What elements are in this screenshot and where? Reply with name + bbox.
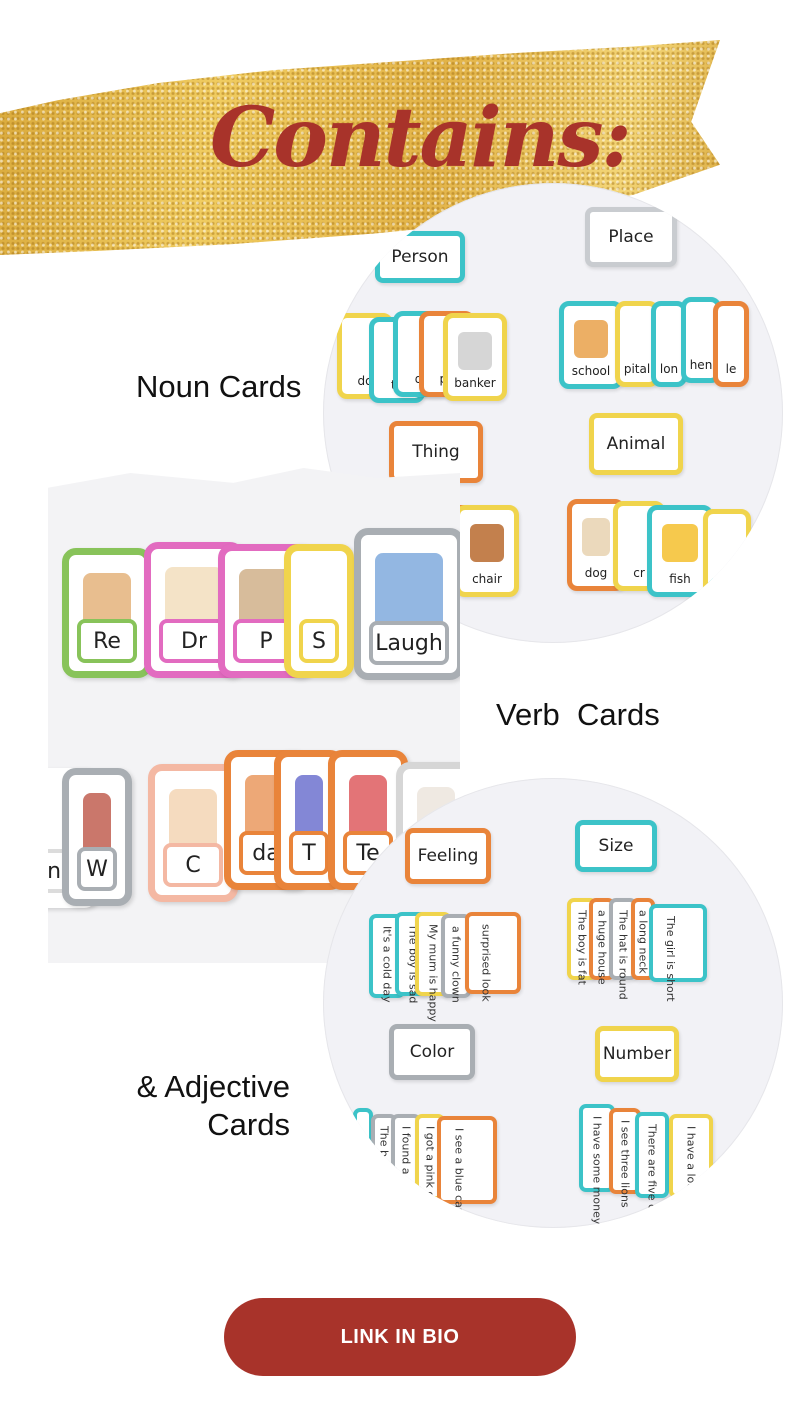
number-card: I have a lot of cookies [669, 1114, 713, 1228]
category-card-size: Size [575, 820, 657, 872]
noun-card-banker: banker [443, 313, 507, 401]
category-card-animal: Animal [589, 413, 683, 475]
category-card-feeling: Feeling [405, 828, 491, 884]
color-card [353, 1108, 373, 1198]
noun-card [703, 509, 751, 597]
link-in-bio-button[interactable]: LINK IN BIO [224, 1298, 576, 1376]
noun-card-chair: chair [455, 505, 519, 597]
category-card-color: Color [389, 1024, 475, 1080]
verb-cards-photo: Re Dr P S Laugh ing W C da T Te [48, 468, 460, 963]
adjective-cards-caption: & Adjective Cards [120, 1068, 290, 1144]
size-card: The girl is short [649, 904, 707, 1002]
adjective-cards-photo: Feeling Size It's a cold day The boy is … [323, 778, 783, 1228]
noun-card-dog: dog [567, 499, 625, 591]
color-card: I got a pink dress [415, 1114, 445, 1221]
number-card: There are five cats [635, 1112, 669, 1227]
feeling-card: surprised look [465, 912, 521, 1002]
color-card: I see a blue cap [437, 1116, 497, 1215]
noun-cards-caption: Noun Cards [136, 369, 302, 404]
category-card-number: Number [595, 1026, 679, 1082]
verb-card: S [284, 544, 354, 678]
verb-cards-caption: Verb Cards [496, 697, 660, 732]
page-heading: Contains: [210, 90, 632, 186]
noun-card: le [713, 301, 749, 387]
verb-card-laugh: Laugh [354, 528, 460, 680]
noun-card-school: school [559, 301, 623, 389]
verb-card: Dr [144, 542, 244, 678]
category-card-person: Person [375, 231, 465, 283]
verb-card: W [62, 768, 132, 906]
adjective-caption-line1: & Adjective [136, 1069, 290, 1104]
adjective-caption-line2: Cards [207, 1107, 290, 1142]
category-card-place: Place [585, 207, 677, 267]
verb-card: Re [62, 548, 152, 678]
category-card-thing: Thing [389, 421, 483, 483]
